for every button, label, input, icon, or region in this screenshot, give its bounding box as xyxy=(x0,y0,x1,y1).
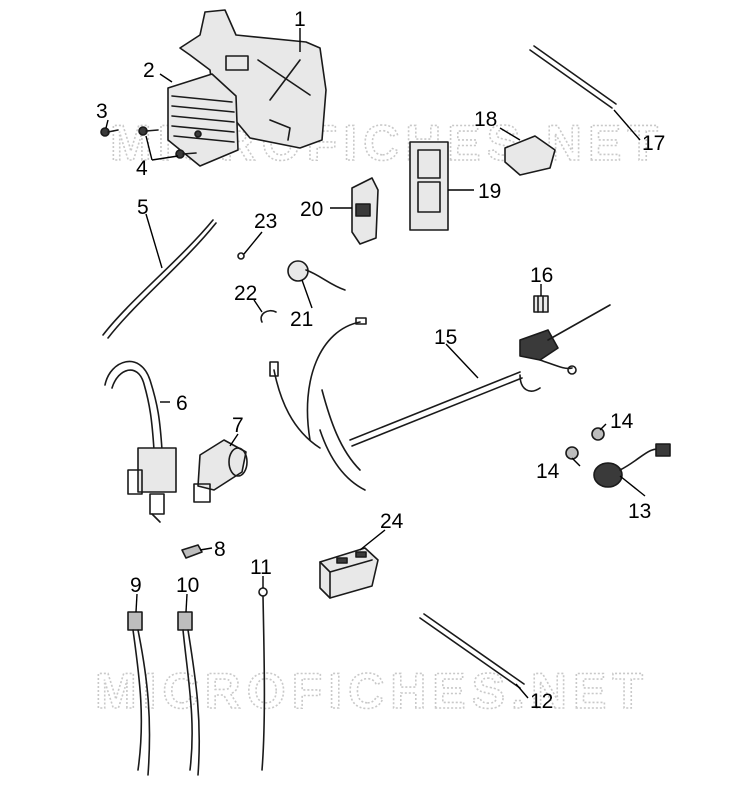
callout-11: 11 xyxy=(250,556,272,579)
callout-5: 5 xyxy=(137,196,149,219)
callout-16: 16 xyxy=(530,264,553,287)
part-14-grommets xyxy=(565,427,605,460)
leader-lines xyxy=(105,28,646,699)
part-13-switch xyxy=(593,443,671,488)
part-8-bolt xyxy=(181,544,203,559)
part-18-cover xyxy=(504,135,556,176)
callouts: 1 2 3 4 5 6 7 8 9 10 11 12 13 14 14 15 1… xyxy=(96,8,665,713)
part-7-plug-cap xyxy=(193,439,248,503)
part-12-cable-tie xyxy=(419,613,525,689)
part-3-bolt xyxy=(100,127,119,137)
callout-23: 23 xyxy=(254,210,277,233)
callout-1: 1 xyxy=(294,8,306,31)
callout-3: 3 xyxy=(96,100,108,123)
part-24-battery xyxy=(319,547,379,599)
part-6-ignition-coil xyxy=(104,360,177,523)
watermark-bottom: MICROFICHES.NET xyxy=(95,663,649,719)
callout-17: 17 xyxy=(642,132,665,155)
part-22-clip xyxy=(260,309,277,323)
callout-7: 7 xyxy=(232,414,244,437)
callout-4: 4 xyxy=(136,157,148,180)
callout-10: 10 xyxy=(176,574,199,597)
callout-6: 6 xyxy=(176,392,188,415)
part-17-cable-tie xyxy=(529,45,617,109)
part-21-sensor xyxy=(287,260,346,291)
callout-12: 12 xyxy=(530,690,553,713)
part-9-socket xyxy=(127,611,151,776)
callout-18: 18 xyxy=(474,108,497,131)
part-1-bracket xyxy=(179,9,327,149)
callout-14a: 14 xyxy=(536,460,560,483)
callout-22: 22 xyxy=(234,282,257,305)
part-19-relay xyxy=(409,141,449,231)
callout-19: 19 xyxy=(478,180,501,203)
part-5-cable xyxy=(102,219,217,339)
part-2-regulator xyxy=(167,73,239,167)
callout-20: 20 xyxy=(300,198,323,221)
callout-14b: 14 xyxy=(610,410,634,433)
part-15-wire-harness xyxy=(269,304,611,491)
callout-8: 8 xyxy=(214,538,226,561)
callout-2: 2 xyxy=(143,59,155,82)
callout-15: 15 xyxy=(434,326,457,349)
callout-24: 24 xyxy=(380,510,404,533)
part-20-fuse-holder xyxy=(351,177,379,245)
part-10-socket xyxy=(177,611,201,776)
part-23-clip xyxy=(237,252,245,260)
callout-9: 9 xyxy=(130,574,142,597)
callout-21: 21 xyxy=(290,308,313,331)
part-16-connector xyxy=(533,295,549,313)
callout-13: 13 xyxy=(628,500,651,523)
